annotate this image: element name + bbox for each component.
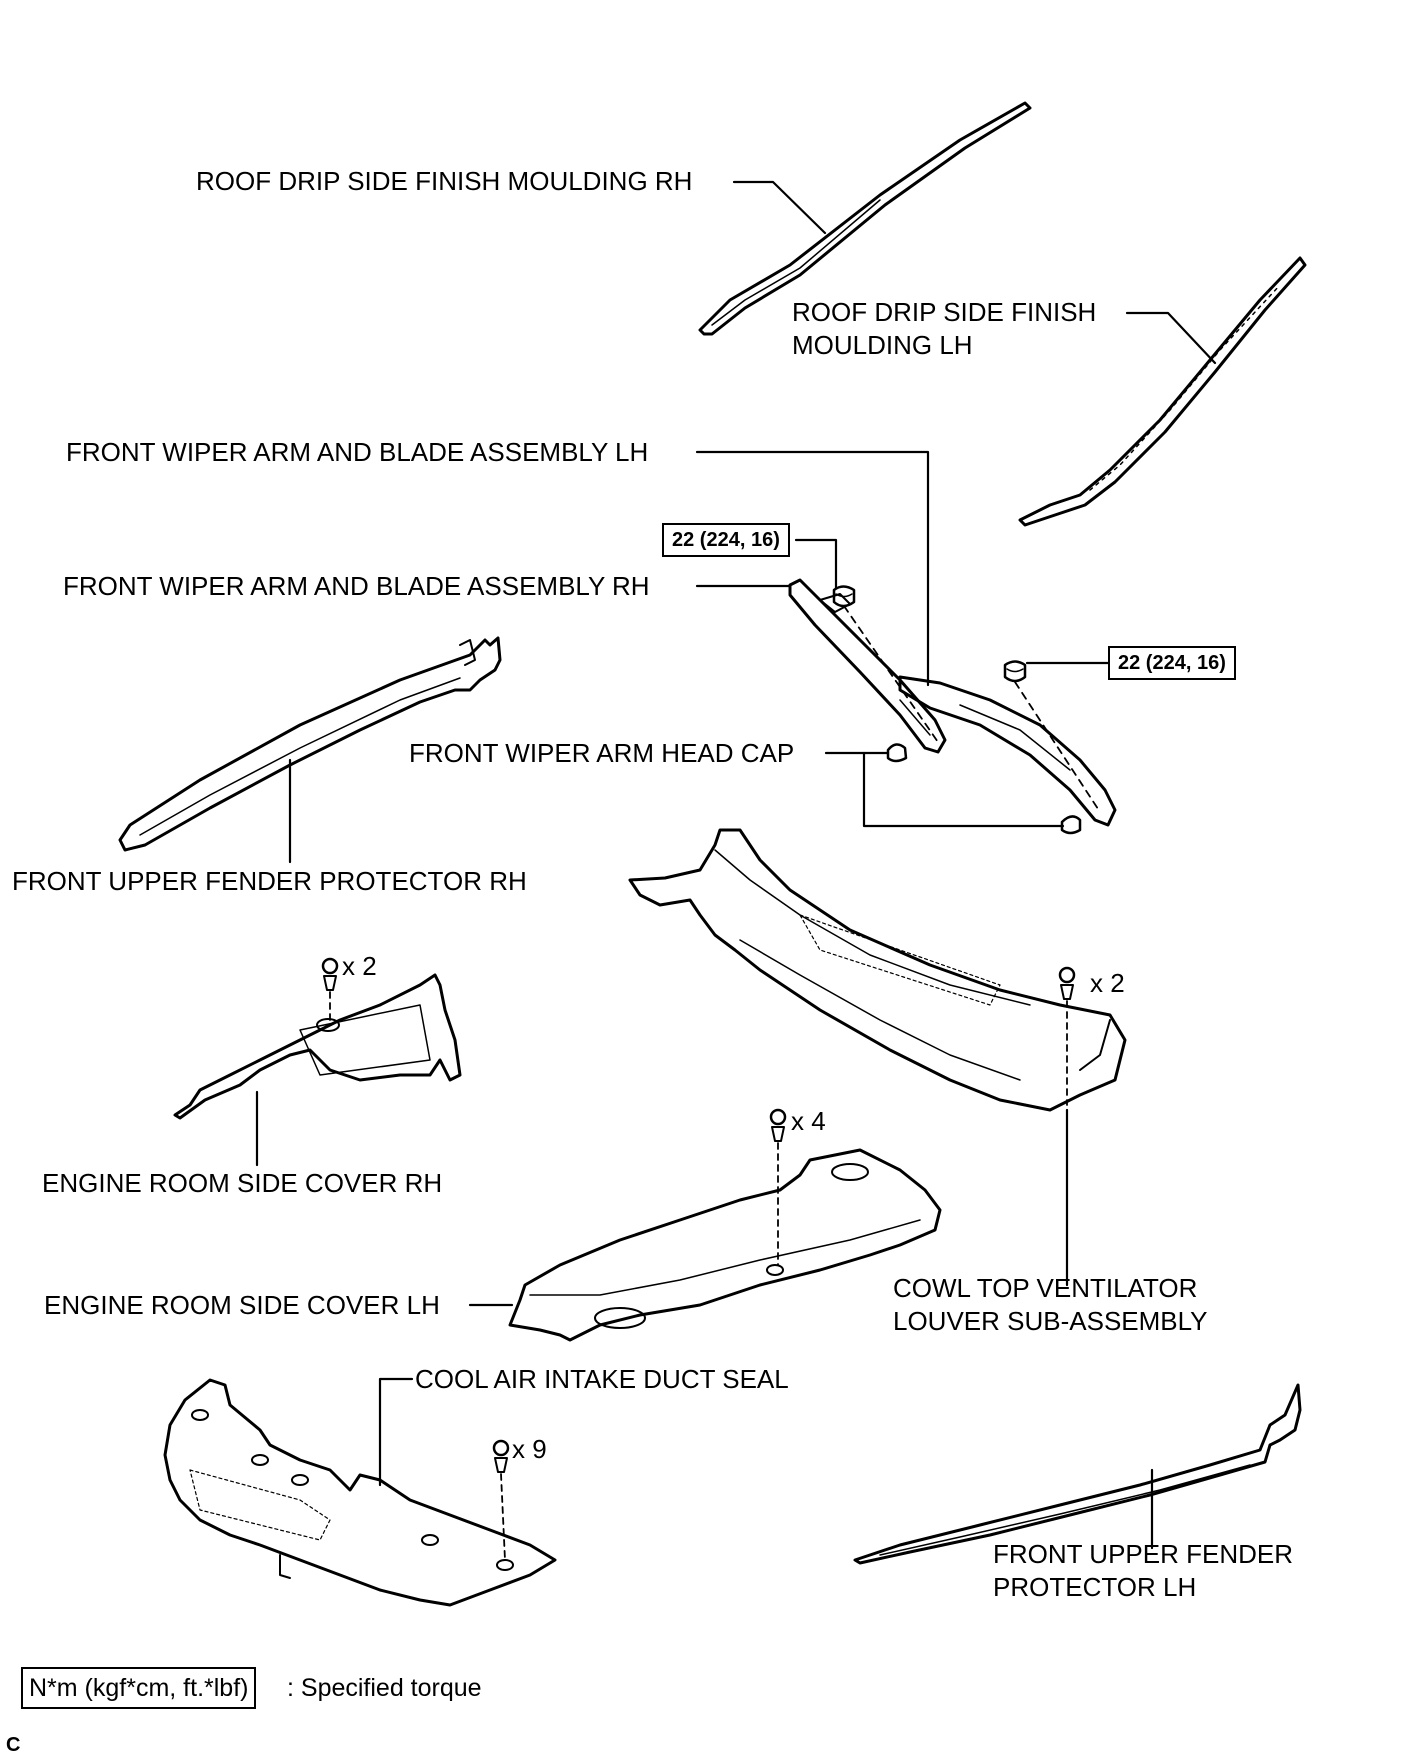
- label-fender-protector-lh-line2: PROTECTOR LH: [993, 1572, 1197, 1602]
- roof-drip-moulding-rh: [698, 101, 1032, 336]
- wiper-nut-rh: [832, 585, 856, 608]
- label-roof-drip-moulding-lh-line2: MOULDING LH: [792, 330, 973, 360]
- leader-wiper-arm-lh: [695, 450, 930, 687]
- engine-room-side-cover-lh: [508, 1148, 942, 1342]
- label-cowl-louver-line1: COWL TOP VENTILATOR: [893, 1273, 1198, 1303]
- wiper-head-cap-lower: [1060, 815, 1082, 835]
- leader-roof-drip-lh: [1125, 311, 1217, 365]
- label-roof-drip-moulding-rh: ROOF DRIP SIDE FINISH MOULDING RH: [196, 166, 693, 196]
- fender-protector-rh: [118, 636, 502, 852]
- clip-count-intake-duct-seal: x 9: [512, 1434, 547, 1464]
- clip-count-engine-cover-lh: x 4: [791, 1106, 826, 1136]
- legend-torque-unit-box: N*m (kgf*cm, ft.*lbf): [21, 1667, 257, 1709]
- leader-torque-rh: [794, 538, 838, 590]
- leader-roof-drip-rh: [732, 180, 827, 235]
- label-wiper-head-cap: FRONT WIPER ARM HEAD CAP: [409, 738, 795, 768]
- wiper-nut-lh: [1003, 660, 1027, 683]
- label-wiper-arm-lh: FRONT WIPER ARM AND BLADE ASSEMBLY LH: [66, 437, 649, 467]
- leader-head-cap: [824, 751, 1065, 828]
- leader-intake-duct-seal: [378, 1377, 414, 1487]
- clip-intake-duct-seal: [492, 1439, 510, 1473]
- cool-air-intake-duct-seal: [163, 1378, 557, 1607]
- leader-lines: [255, 180, 1217, 1550]
- legend-description: : Specified torque: [287, 1674, 482, 1702]
- wiper-head-cap-upper: [886, 743, 908, 763]
- roof-drip-moulding-lh: [1018, 256, 1307, 527]
- clip-cowl-louver: [1058, 966, 1076, 1000]
- label-roof-drip-moulding-lh-line1: ROOF DRIP SIDE FINISH: [792, 297, 1097, 327]
- clip-engine-cover-rh: [321, 957, 339, 991]
- nut-rh-axis: [843, 605, 941, 746]
- cowl-louver: [628, 828, 1127, 1112]
- label-fender-protector-lh-line1: FRONT UPPER FENDER: [993, 1539, 1293, 1569]
- label-wiper-arm-rh: FRONT WIPER ARM AND BLADE ASSEMBLY RH: [63, 571, 650, 601]
- label-cowl-louver-line2: LOUVER SUB-ASSEMBLY: [893, 1306, 1208, 1336]
- wiper-arm-lh: [898, 675, 1117, 827]
- torque-spec-wiper-rh: 22 (224, 16): [662, 523, 790, 557]
- label-engine-cover-lh: ENGINE ROOM SIDE COVER LH: [44, 1290, 440, 1320]
- label-fender-protector-rh: FRONT UPPER FENDER PROTECTOR RH: [12, 866, 527, 896]
- fender-protector-lh: [853, 1383, 1302, 1565]
- clip-count-engine-cover-rh: x 2: [342, 951, 377, 981]
- label-intake-duct-seal: COOL AIR INTAKE DUCT SEAL: [415, 1364, 789, 1394]
- nut-lh-axis: [1014, 681, 1101, 813]
- label-engine-cover-rh: ENGINE ROOM SIDE COVER RH: [42, 1168, 443, 1198]
- clip-engine-cover-lh: [769, 1108, 787, 1142]
- clip-count-cowl-louver: x 2: [1090, 968, 1125, 998]
- wiper-arm-rh: [788, 578, 947, 754]
- torque-spec-wiper-lh: 22 (224, 16): [1108, 646, 1236, 680]
- clip-intake-duct-seal-axis: [500, 1473, 506, 1561]
- figure-code: C: [6, 1734, 21, 1756]
- engine-room-side-cover-rh: [173, 973, 462, 1120]
